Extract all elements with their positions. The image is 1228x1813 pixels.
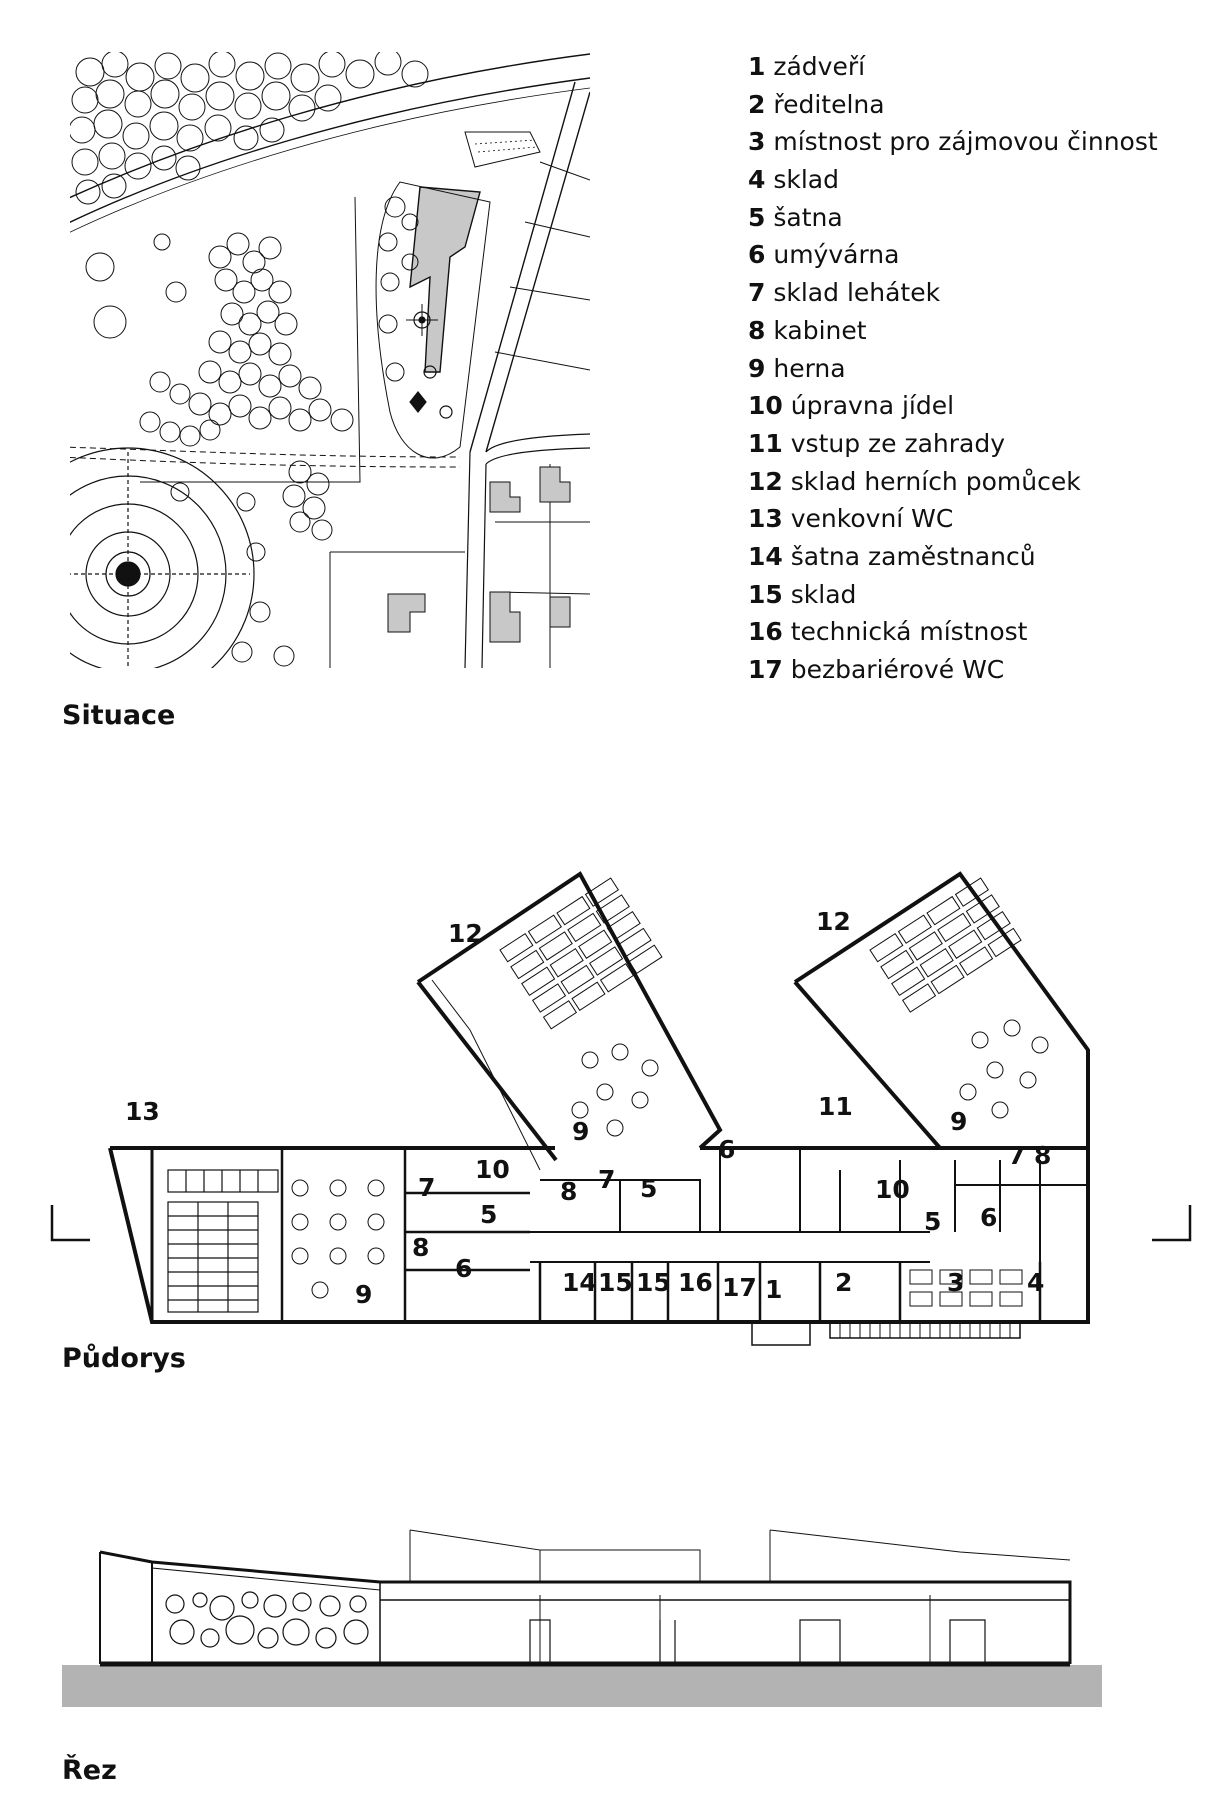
tables-wing-east (959, 1019, 1049, 1119)
tables-room-3 (909, 1269, 1023, 1307)
room-label: 7 (418, 1173, 435, 1202)
room-label: 3 (947, 1268, 964, 1297)
entrance-canopy (751, 1322, 1021, 1346)
wing-east (793, 871, 1090, 1150)
site-plan (70, 52, 590, 668)
legend-item: 11 vstup ze zahrady (748, 428, 1006, 458)
section-title: Řez (62, 1755, 117, 1786)
beds-grid (167, 1169, 279, 1313)
room-label: 12 (816, 907, 851, 936)
site-trees (70, 52, 429, 667)
section-round-windows (165, 1591, 369, 1649)
legend-item: 13 venkovní WC (748, 504, 954, 534)
legend-item: 7 sklad lehátek (748, 278, 941, 308)
room-label: 11 (818, 1092, 853, 1121)
room-label: 13 (125, 1097, 160, 1126)
room-label: 12 (448, 919, 483, 948)
tables-wing-west (571, 1043, 659, 1137)
road (70, 53, 590, 199)
legend-item: 9 herna (748, 353, 846, 383)
room-label: 9 (355, 1280, 372, 1309)
floor-plan-title: Půdorys (62, 1343, 186, 1374)
room-label: 6 (980, 1203, 997, 1232)
room-label: 8 (1034, 1141, 1051, 1170)
section-marker-right (1152, 1205, 1192, 1242)
legend-item: 1 zádveří (748, 52, 866, 81)
floor-plan: 12 12 13 11 9 9 9 10 10 7 7 7 8 8 8 5 5 … (50, 871, 1192, 1346)
legend-item: 16 technická místnost (748, 617, 1028, 647)
ground (62, 1665, 1102, 1707)
room-label: 7 (1008, 1141, 1025, 1170)
room-label: 6 (718, 1135, 735, 1164)
room-label: 9 (950, 1107, 967, 1136)
room-label: 6 (455, 1254, 472, 1283)
wing-west (416, 871, 723, 1162)
tables-left (291, 1179, 385, 1299)
legend-item: 15 sklad (748, 579, 857, 609)
school-building-site (409, 186, 481, 373)
room-legend: 1 zádveří 2 ředitelna 3 místnost pro záj… (748, 48, 1158, 689)
legend-item: 14 šatna zaměstnanců (748, 541, 1036, 571)
legend-item: 17 bezbariérové WC (748, 655, 1005, 684)
room-label: 9 (572, 1117, 589, 1146)
room-label: 2 (835, 1268, 852, 1297)
neighbour-houses (387, 466, 571, 643)
room-label: 14 (562, 1268, 597, 1297)
room-label: 7 (598, 1165, 615, 1194)
legend-item: 10 úpravna jídel (748, 391, 955, 421)
legend-item: 3 místnost pro zájmovou činnost (748, 127, 1158, 157)
beds-wing-east (869, 877, 1022, 1013)
legend-item: 12 sklad herních pomůcek (748, 466, 1081, 496)
legend-item: 6 umývárna (748, 240, 900, 270)
section-roof (99, 1550, 1072, 1664)
room-label: 4 (1027, 1268, 1044, 1297)
room-label: 15 (636, 1268, 671, 1297)
room-label: 10 (475, 1155, 510, 1184)
room-labels: 12 12 13 11 9 9 9 10 10 7 7 7 8 8 8 5 5 … (125, 907, 1051, 1309)
playground-circles (70, 447, 255, 668)
room-label: 10 (875, 1175, 910, 1204)
room-label: 5 (924, 1207, 941, 1236)
room-label: 8 (412, 1233, 429, 1262)
room-label: 16 (678, 1268, 713, 1297)
site-plan-title: Situace (62, 700, 176, 731)
beds-wing-west (499, 877, 663, 1030)
room-label: 5 (640, 1174, 657, 1203)
legend-item: 8 kabinet (748, 315, 867, 345)
legend-item: 5 šatna (748, 202, 843, 232)
room-label: 17 (722, 1273, 757, 1302)
section-marker-left (50, 1205, 90, 1242)
room-label: 5 (480, 1200, 497, 1229)
legend-item: 2 ředitelna (748, 89, 885, 119)
room-label: 8 (560, 1177, 577, 1206)
room-label: 1 (765, 1275, 782, 1304)
corridor (530, 1231, 930, 1263)
legend-item: 4 sklad (748, 165, 839, 195)
room-label: 15 (598, 1268, 633, 1297)
building-section (62, 1529, 1102, 1707)
